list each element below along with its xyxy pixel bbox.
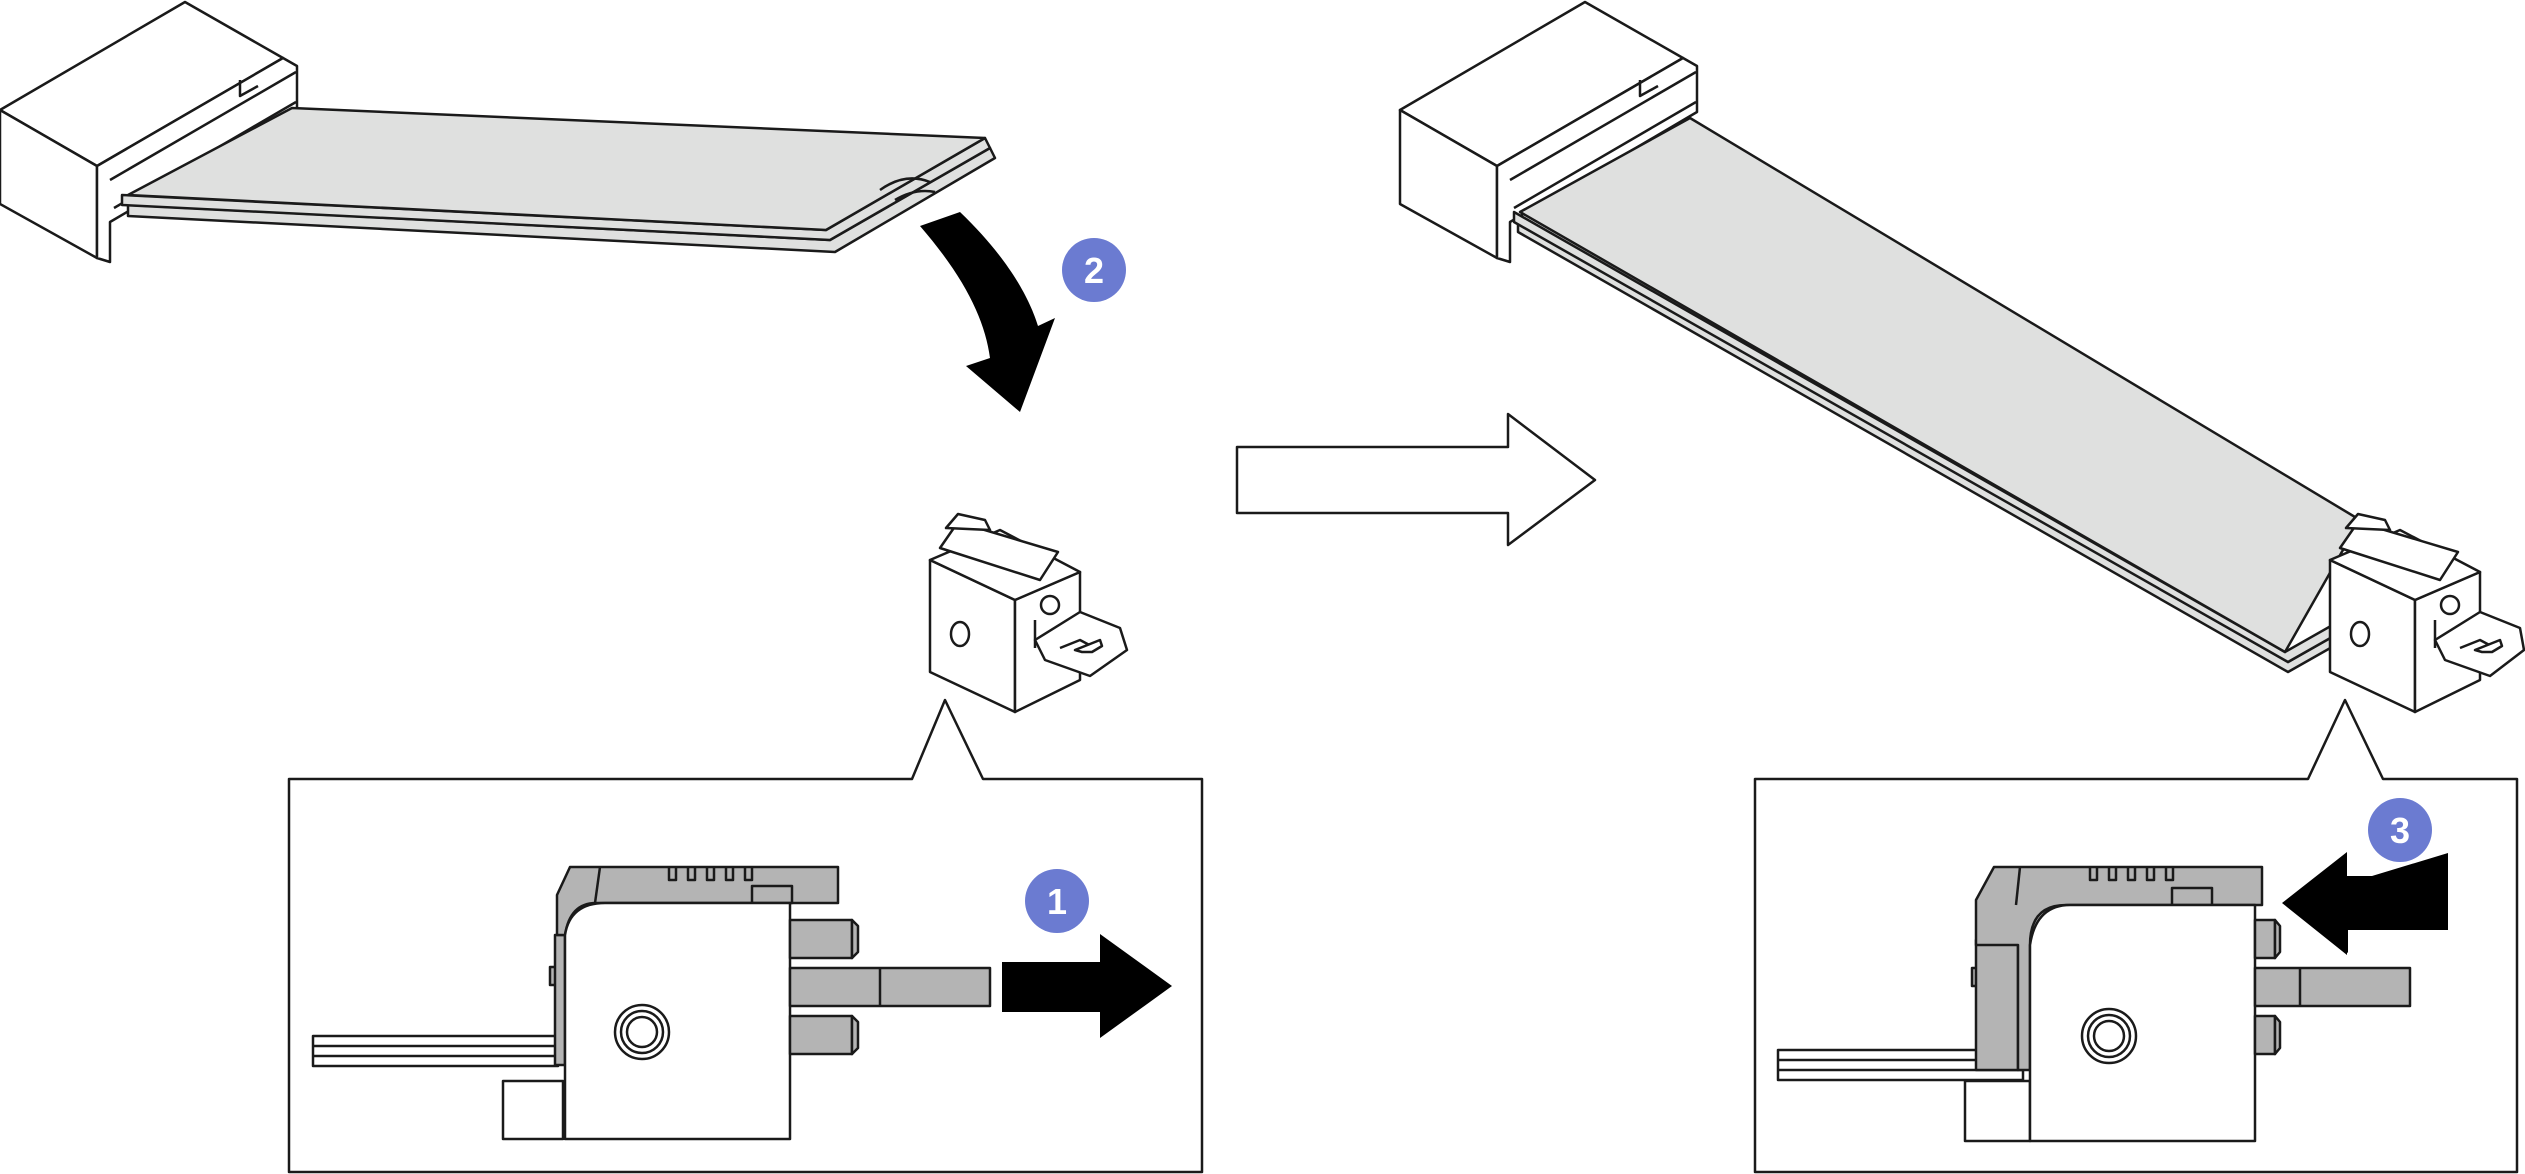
right-arrow-icon: [1002, 934, 1172, 1038]
m2-connector-right: [1398, 0, 1699, 264]
retainer-clip-right: [2328, 512, 2525, 714]
svg-text:3: 3: [2390, 810, 2410, 851]
svg-text:2: 2: [1084, 250, 1104, 291]
curved-down-arrow-icon: [920, 212, 1055, 412]
m2-drive-card-left: [120, 106, 997, 254]
callout-1: 1: [1025, 869, 1089, 933]
zoom-detail-left: [311, 865, 992, 1141]
callout-3: 3: [2368, 798, 2432, 862]
svg-text:1: 1: [1047, 881, 1067, 922]
right-arrow-outline-icon: [1235, 412, 1597, 547]
retainer-clip-left: [928, 512, 1129, 714]
m2-drive-card-right: [1512, 116, 2362, 674]
callout-2: 2: [1062, 238, 1126, 302]
zoom-detail-right: [1776, 865, 2412, 1143]
